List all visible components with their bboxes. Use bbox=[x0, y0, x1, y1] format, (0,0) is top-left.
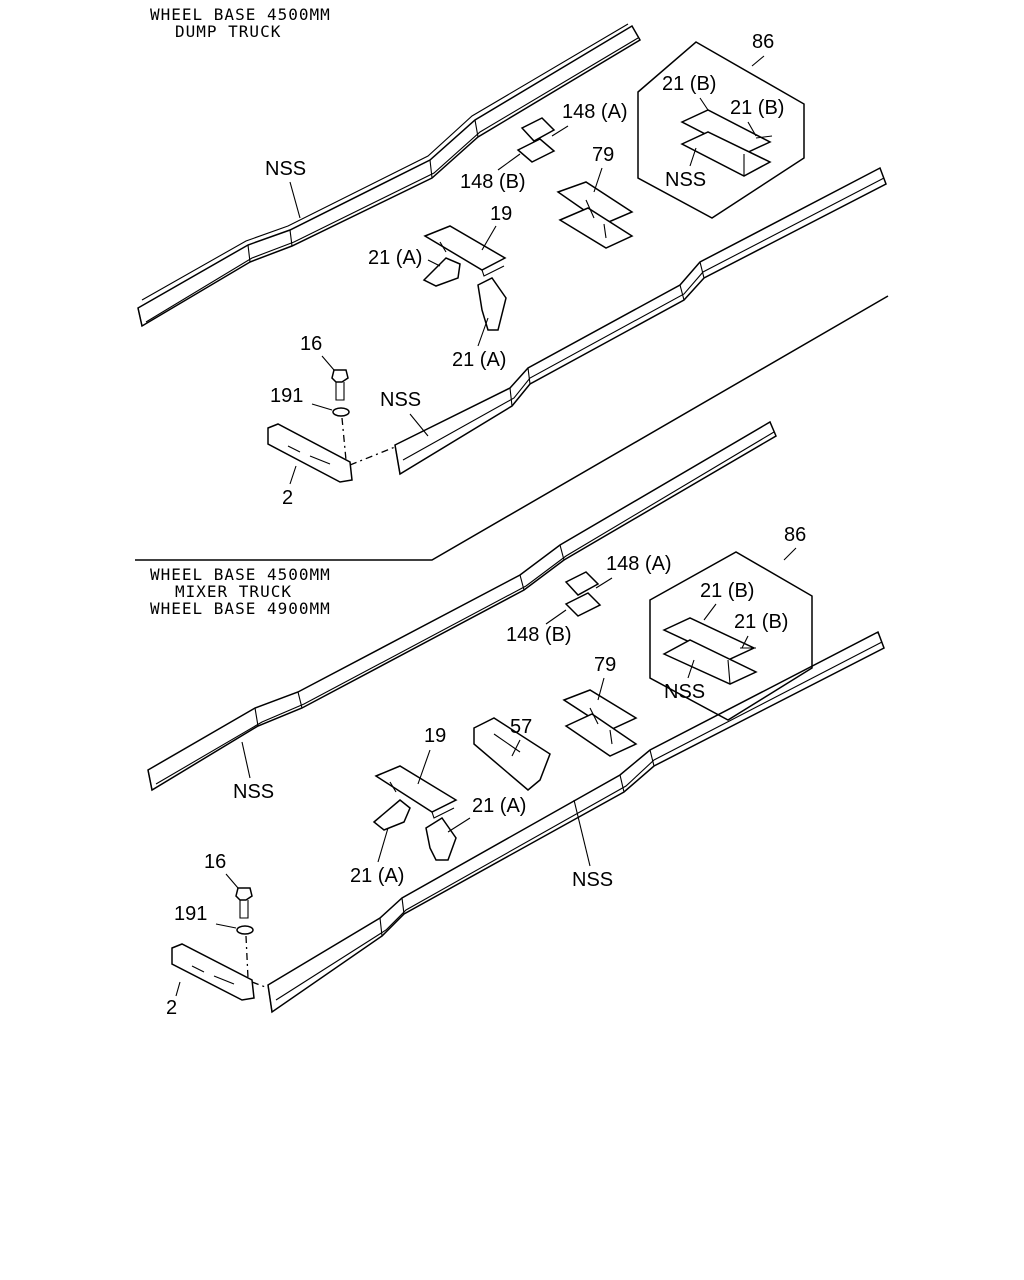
part-2-bracket bbox=[267, 423, 353, 483]
label-16: 16 bbox=[204, 851, 226, 873]
plate-148a bbox=[564, 571, 600, 596]
section-1-header-line-1: WHEEL BASE 4500MM bbox=[150, 5, 331, 24]
label-nss-detail-box: NSS bbox=[665, 169, 706, 191]
centerline-2 bbox=[349, 446, 396, 466]
label-19: 19 bbox=[490, 203, 512, 225]
label-nss-left-rail: NSS bbox=[233, 781, 274, 803]
label-21b-second: 21 (B) bbox=[730, 97, 784, 119]
label-2: 2 bbox=[282, 487, 293, 509]
part-19-crossmember bbox=[374, 765, 458, 819]
part-79 bbox=[562, 689, 638, 757]
section-2-header-line-2: MIXER TRUCK bbox=[175, 582, 292, 601]
section-mixer-truck: WHEEL BASE 4500MM MIXER TRUCK WHEEL BASE… bbox=[147, 420, 885, 1019]
part-79 bbox=[556, 181, 634, 249]
section-2-header-line-1: WHEEL BASE 4500MM bbox=[150, 565, 331, 584]
label-19: 19 bbox=[424, 725, 446, 747]
part-21a-bracket-right bbox=[425, 816, 457, 861]
label-nss-right-rail: NSS bbox=[380, 389, 421, 411]
label-21b-first: 21 (B) bbox=[662, 73, 716, 95]
right-side-rail bbox=[394, 166, 887, 476]
label-21a-lower: 21 (A) bbox=[452, 349, 506, 371]
label-148a: 148 (A) bbox=[562, 101, 628, 123]
label-57: 57 bbox=[510, 716, 532, 738]
part-21a-bracket-lower bbox=[477, 277, 507, 331]
centerline-16 bbox=[341, 417, 347, 461]
label-86: 86 bbox=[784, 524, 806, 546]
label-nss-left-rail: NSS bbox=[265, 158, 306, 180]
label-86: 86 bbox=[752, 31, 774, 53]
label-21a-upper: 21 (A) bbox=[368, 247, 422, 269]
plate-148b bbox=[564, 592, 602, 617]
plate-148b bbox=[516, 138, 556, 163]
label-21b-first: 21 (B) bbox=[700, 580, 754, 602]
washer-191 bbox=[236, 925, 254, 935]
centerline-2 bbox=[251, 981, 269, 989]
label-16: 16 bbox=[300, 333, 322, 355]
label-148a: 148 (A) bbox=[606, 553, 672, 575]
section-2-labels: 86 148 (A) 148 (B) 21 (B) 21 (B) NSS 57 … bbox=[166, 524, 806, 1019]
left-side-rail bbox=[137, 23, 642, 328]
section-divider-line bbox=[135, 295, 889, 561]
section-1-labels: NSS 148 (A) 148 (B) 86 21 (B) 21 (B) NSS… bbox=[265, 31, 784, 509]
label-21a-lower: 21 (A) bbox=[350, 865, 404, 887]
label-nss-right-rail: NSS bbox=[572, 869, 613, 891]
label-79: 79 bbox=[594, 654, 616, 676]
washer-191 bbox=[332, 407, 350, 417]
label-nss-detail-box: NSS bbox=[664, 681, 705, 703]
label-148b: 148 (B) bbox=[460, 171, 526, 193]
part-2-bracket bbox=[171, 943, 255, 1001]
right-side-rail bbox=[267, 630, 885, 1014]
part-19-crossmember bbox=[423, 225, 507, 277]
label-21a-upper: 21 (A) bbox=[472, 795, 526, 817]
plate-148a bbox=[520, 117, 556, 142]
part-21a-bracket-upper bbox=[422, 257, 461, 287]
bolt-16 bbox=[235, 887, 253, 919]
left-side-rail bbox=[147, 420, 777, 792]
part-21a-bracket-left bbox=[372, 799, 411, 831]
section-1-header-line-2: DUMP TRUCK bbox=[175, 22, 281, 41]
label-79: 79 bbox=[592, 144, 614, 166]
label-21b-second: 21 (B) bbox=[734, 611, 788, 633]
detail-box-86 bbox=[649, 551, 813, 721]
centerline-16 bbox=[245, 935, 249, 979]
bolt-16 bbox=[331, 369, 349, 401]
section-dump-truck: WHEEL BASE 4500MM DUMP TRUCK bbox=[135, 5, 889, 561]
label-148b: 148 (B) bbox=[506, 624, 572, 646]
label-191: 191 bbox=[270, 385, 303, 407]
label-191: 191 bbox=[174, 903, 207, 925]
detail-box-86 bbox=[637, 41, 805, 219]
label-2: 2 bbox=[166, 997, 177, 1019]
section-2-header-line-3: WHEEL BASE 4900MM bbox=[150, 599, 331, 618]
